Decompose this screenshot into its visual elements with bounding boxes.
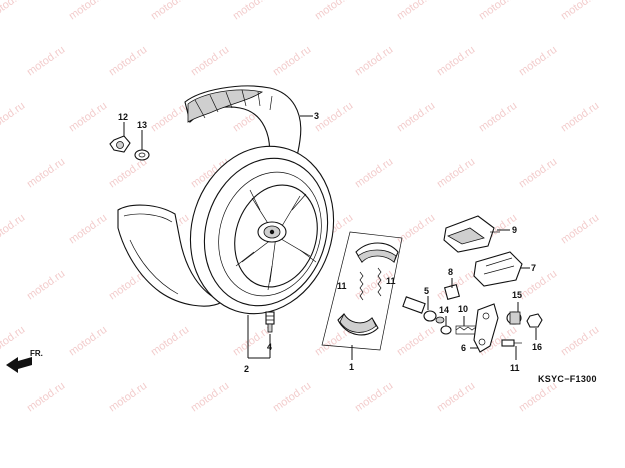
bracket-9-part[interactable] [443,215,500,253]
watermark-text: motod.ru [477,0,519,22]
callout-8: 8 [448,267,453,277]
bolt-12-part[interactable] [501,339,522,347]
callout-12: 11 [510,363,520,373]
watermark-text: motod.ru [67,0,109,22]
watermark-text: motod.ru [435,44,477,79]
watermark-text: motod.ru [271,380,313,415]
callouts: 3 12 13 4 2 1 11 11 9 7 8 5 14 10 6 15 1… [118,111,542,374]
callout-15: 14 [439,305,449,315]
watermark-text: motod.ru [149,324,191,359]
watermark-text: motod.ru [0,100,27,135]
callout-1: 1 [349,362,354,372]
watermark-text: motod.ru [435,156,477,191]
watermark-text: motod.ru [149,100,191,135]
watermark-text: motod.ru [271,44,313,79]
watermark-text: motod.ru [25,268,67,303]
callout-4: 4 [267,342,272,352]
callout-10: 10 [458,304,468,314]
watermark-text: motod.ru [25,380,67,415]
callout-2: 2 [244,364,249,374]
watermark-text: motod.ru [67,212,109,247]
callout-6: 6 [461,343,466,353]
watermark-text: motod.ru [0,324,27,359]
watermark-text: motod.ru [353,156,395,191]
watermark-text: motod.ru [313,100,355,135]
nut-17-part[interactable] [526,313,543,328]
watermark-text: motod.ru [395,100,437,135]
watermark-text: motod.ru [559,212,601,247]
watermark-text: motod.ru [435,380,477,415]
watermark-text: motod.ru [149,0,191,22]
arrow-icon [6,357,32,373]
watermark-text: motod.ru [0,0,27,22]
front-direction-arrow: FR. [6,349,43,373]
callout-17: 16 [532,342,542,352]
callout-13: 12 [118,112,128,122]
watermark-text: motod.ru [395,0,437,22]
watermark-text: motod.ru [353,380,395,415]
watermark-text: motod.ru [107,156,149,191]
washer-14-part[interactable] [134,149,150,161]
watermark-text: motod.ru [313,0,355,22]
watermark-text: motod.ru [231,0,273,22]
nut-13-part[interactable] [109,135,131,153]
watermark-text: motod.ru [107,380,149,415]
watermark-text: motod.ru [559,0,601,22]
wheel-rim-part[interactable] [169,128,355,333]
clip-8-part[interactable] [443,283,461,301]
watermark-text: motod.ru [107,44,149,79]
watermark-text: motod.ru [517,156,559,191]
brake-cam-part[interactable] [402,296,445,324]
watermark-text: motod.ru [189,380,231,415]
watermark-text: motod.ru [25,156,67,191]
diagram-code: KSYC−F1300 [538,374,597,384]
callout-16: 15 [512,290,522,300]
callout-5: 5 [424,286,429,296]
callout-11-right: 11 [386,276,396,286]
watermark-text: motod.ru [395,324,437,359]
tire-part[interactable] [117,85,302,307]
direction-label: FR. [30,349,43,358]
leader-lines [123,115,537,360]
watermark-text: motod.ru [517,380,559,415]
callout-11-left: 11 [337,281,347,291]
watermark-text: motod.ru [517,44,559,79]
watermark-text: motod.ru [189,44,231,79]
callout-14: 13 [137,120,147,130]
watermark-text: motod.ru [353,44,395,79]
watermark-text: motod.ru [559,324,601,359]
watermark-text: motod.ru [67,100,109,135]
watermark-text: motod.ru [0,212,27,247]
seal-15-part[interactable] [440,325,452,335]
callout-9: 9 [512,225,517,235]
damper-7-part[interactable] [473,251,523,287]
collar-16-part[interactable] [506,311,522,325]
brake-shoe-set-part[interactable] [321,231,403,351]
arm-6-part[interactable] [473,303,499,353]
callout-7: 7 [531,263,536,273]
watermark-text: motod.ru [517,268,559,303]
valve-stem-part[interactable] [265,311,275,333]
callout-3: 3 [314,111,319,121]
watermark-text: motod.ru [477,100,519,135]
watermark-text: motod.ru [25,44,67,79]
watermark-text: motod.ru [559,100,601,135]
watermark-text: motod.ru [67,324,109,359]
